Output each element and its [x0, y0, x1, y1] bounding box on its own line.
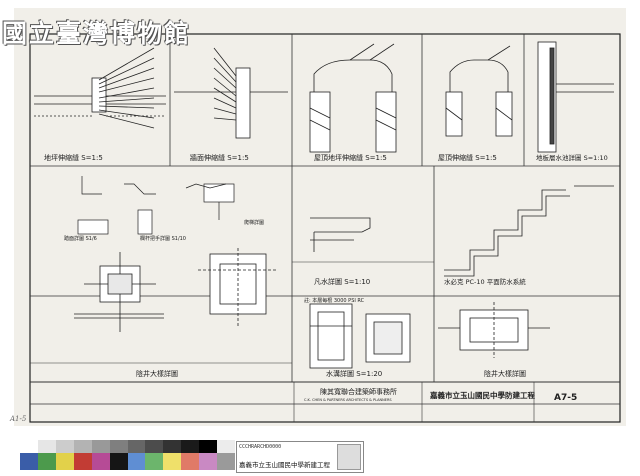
pencil-note: A1-5	[10, 415, 27, 423]
panel-title-manhole-detail: 陰井大樣詳圖	[136, 369, 178, 378]
gray-swatch	[181, 440, 200, 453]
firm-name: 陳其寬聯合建築師事務所	[320, 387, 397, 396]
panel-title-gutter-detail: 水溝詳圖 S=1:20	[326, 369, 382, 378]
gray-swatch	[145, 440, 164, 453]
gray-swatch	[217, 440, 236, 453]
panel-title-roof-joint: 屋頂伸縮縫 S=1:5	[438, 153, 497, 162]
ladder-label: 爬梯詳圖	[244, 219, 264, 226]
museum-watermark: 國立臺灣博物館	[2, 19, 192, 48]
archive-id: CCCHRARCHD0000	[239, 444, 282, 450]
gray-swatch	[127, 440, 146, 453]
gray-calibration-strip	[20, 440, 236, 453]
gray-swatch	[73, 440, 92, 453]
gray-swatch	[199, 440, 218, 453]
panel-title-pool-detail: 地板層水池詳圖 S=1:10	[536, 153, 608, 162]
sheet-number: A7-5	[554, 393, 577, 403]
panel-title-coping-detail: 凡水詳圖 S=1:10	[314, 277, 370, 286]
project-title: 嘉義市立玉山國民中學防建工程	[429, 390, 535, 400]
archive-logo-icon	[337, 444, 361, 470]
panel-title-waterproofing: 水必克 PC-10 平面防水系統	[444, 277, 526, 286]
gray-swatch	[20, 440, 38, 453]
panel-title-floor-joint: 地坪伸縮縫 S=1:5	[44, 153, 103, 162]
gray-swatch	[37, 440, 56, 453]
stair-nose-label: 踏面詳圖 S1/6	[64, 235, 97, 242]
drawing-sheet: 地坪伸縮縫 S=1:5 牆面伸縮縫 S=1:5 屋頂地坪伸縮縫 S=1:5 屋頂…	[14, 8, 626, 426]
archive-title: 嘉義市立玉山國民中學新建工程	[239, 461, 330, 469]
gray-swatch	[163, 440, 182, 453]
concrete-note: 註: 本層每根 3000 PSI RC	[304, 297, 365, 304]
firm-name-en: C.K. CHEN & PARTNERS ARCHITECTS & PLANNE…	[304, 398, 392, 402]
panel-title-roof-floor-joint: 屋頂地坪伸縮縫 S=1:5	[314, 153, 387, 162]
handrail-label: 欄杆把手詳圖 S1/10	[140, 235, 186, 242]
archive-info-box: CCCHRARCHD0000 嘉義市立玉山國民中學新建工程	[236, 441, 364, 473]
gray-swatch	[91, 440, 110, 453]
gray-swatch	[55, 440, 74, 453]
panel-title-manhole-detail-2: 陰井大樣詳圖	[484, 369, 526, 378]
architectural-drawing: 地坪伸縮縫 S=1:5 牆面伸縮縫 S=1:5 屋頂地坪伸縮縫 S=1:5 屋頂…	[29, 33, 621, 423]
gray-swatch	[109, 440, 128, 453]
panel-title-wall-joint: 牆面伸縮縫 S=1:5	[190, 153, 249, 162]
